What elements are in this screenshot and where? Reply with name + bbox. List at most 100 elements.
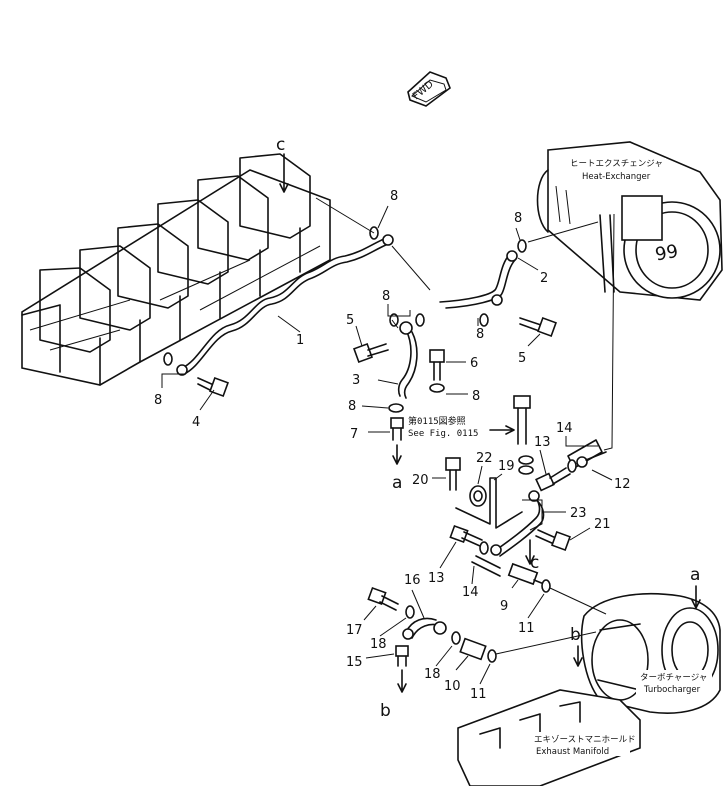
- bolt-13-lower: [449, 524, 483, 547]
- gasket-11-lower: [487, 649, 497, 663]
- turbocharger: [580, 593, 721, 714]
- pipe-23-fitting-top: [528, 490, 540, 502]
- part-label-12: 12: [614, 477, 631, 492]
- arrow-a-right: [691, 585, 701, 609]
- bolt-6: [429, 349, 445, 393]
- part-label-13-a: 13: [534, 435, 551, 450]
- pipe-16-fitting-b: [433, 621, 447, 635]
- fitting-12-a: [576, 456, 588, 468]
- arrow-b-right: [573, 645, 583, 667]
- part-label-22: 22: [476, 451, 493, 466]
- pipe-3-inner: [403, 331, 418, 399]
- pipe-1-inner: [183, 243, 389, 375]
- part-label-13-b: 13: [428, 571, 445, 586]
- reference-jp: 第0115図参照: [408, 415, 466, 427]
- part-label-19: 19: [498, 459, 515, 474]
- label-group: 1 2 3 4 5 5 6 7 8 8 8 8 8 8 8 9 10 11: [154, 189, 631, 702]
- bolt-21: [535, 529, 571, 551]
- pipe-3-fitting-top: [399, 321, 413, 335]
- bolt-5-left: [353, 343, 389, 363]
- gasket-8-d: [479, 313, 489, 327]
- part-label-5-right: 5: [518, 351, 526, 366]
- bracket-14-lower: [471, 555, 501, 577]
- part-label-1: 1: [296, 333, 304, 348]
- pipe-1: [181, 237, 387, 369]
- washer-14-lower: [479, 541, 489, 555]
- bolt-13-upper: [535, 467, 571, 492]
- part-label-2: 2: [540, 271, 548, 286]
- bolt-17: [367, 586, 399, 611]
- part-label-6: 6: [470, 356, 478, 371]
- pipe-3: [397, 329, 412, 397]
- exhaust-manifold-label-jp: エキゾーストマニホールド: [534, 735, 636, 745]
- cylinder-head-block: [21, 153, 331, 386]
- part-label-8-a: 8: [390, 189, 398, 204]
- letter-a-right: a: [690, 565, 700, 585]
- part-label-14-a: 14: [556, 421, 573, 436]
- washer-center-2: [518, 465, 534, 475]
- part-label-11-b: 11: [470, 687, 487, 702]
- connector-10: [459, 637, 487, 661]
- bolt-20: [445, 457, 461, 491]
- reference-en: See Fig. 0115: [408, 429, 478, 439]
- part-label-8-c: 8: [382, 289, 390, 304]
- turbocharger-label-en: Turbocharger: [643, 685, 701, 695]
- gasket-8-f: [415, 313, 425, 327]
- pipe-1-fitting-lower: [176, 364, 188, 376]
- part-label-5: 5: [346, 313, 354, 328]
- bracket-19: [455, 477, 523, 529]
- pipe-2-inner: [445, 259, 516, 309]
- bolt-5-right: [519, 317, 557, 337]
- part-label-8-f: 8: [348, 399, 356, 414]
- gasket-8-a: [163, 352, 173, 366]
- part-label-21: 21: [594, 517, 611, 532]
- heat-exchanger-label-en: Heat-Exchanger: [582, 172, 651, 182]
- gasket-8-g: [388, 403, 404, 413]
- part-label-9: 9: [500, 599, 508, 614]
- connection-lines: [315, 197, 615, 655]
- letter-a-left: a: [392, 473, 402, 493]
- reference-arrow: [489, 425, 515, 435]
- heat-exchanger-label-bg: [566, 158, 666, 182]
- connector-7: [390, 417, 404, 465]
- letter-b-left: b: [380, 701, 391, 721]
- part-label-18-a: 18: [370, 637, 387, 652]
- letter-b-right: b: [570, 625, 581, 645]
- washer-18-upper: [405, 605, 415, 619]
- gasket-11-upper: [541, 579, 551, 593]
- nut-22: [469, 485, 487, 507]
- letter-c-lower: c: [530, 553, 539, 573]
- gasket-8-c: [517, 239, 527, 253]
- svg-text:99: 99: [654, 241, 680, 266]
- pipe-12: [585, 451, 607, 461]
- exhaust-manifold-label-en: Exhaust Manifold: [536, 747, 609, 757]
- turbocharger-label-jp: ターボチャージャ: [640, 673, 707, 683]
- part-label-8-d: 8: [476, 327, 484, 342]
- turbocharger-label-bg: [636, 670, 712, 694]
- part-label-11-a: 11: [518, 621, 535, 636]
- heat-exchanger-label-jp: ヒートエクスチェンジャ: [570, 159, 663, 169]
- part-label-15: 15: [346, 655, 363, 670]
- arrow-c-lower: [525, 539, 535, 565]
- part-label-17: 17: [346, 623, 363, 638]
- part-label-20: 20: [412, 473, 429, 488]
- part-label-14-b: 14: [462, 585, 479, 600]
- part-label-8-e: 8: [472, 389, 480, 404]
- pipe-1-fitting-upper: [382, 234, 394, 246]
- connector-15: [395, 645, 409, 693]
- pipe-2: [439, 253, 511, 303]
- washer-center: [518, 455, 534, 465]
- washer-18-lower: [451, 631, 461, 645]
- washer-12: [567, 459, 577, 473]
- fwd-arrow: FWD: [407, 71, 451, 107]
- bolt-4: [197, 377, 229, 397]
- pipe-23-fitting-bottom: [490, 544, 502, 556]
- long-bolt: [513, 395, 531, 445]
- pipe-16-fitting-a: [402, 628, 414, 640]
- arrow-c-top: [279, 153, 289, 193]
- part-label-8-g: 8: [154, 393, 162, 408]
- pipe-23: [495, 493, 541, 551]
- part-label-18-b: 18: [424, 667, 441, 682]
